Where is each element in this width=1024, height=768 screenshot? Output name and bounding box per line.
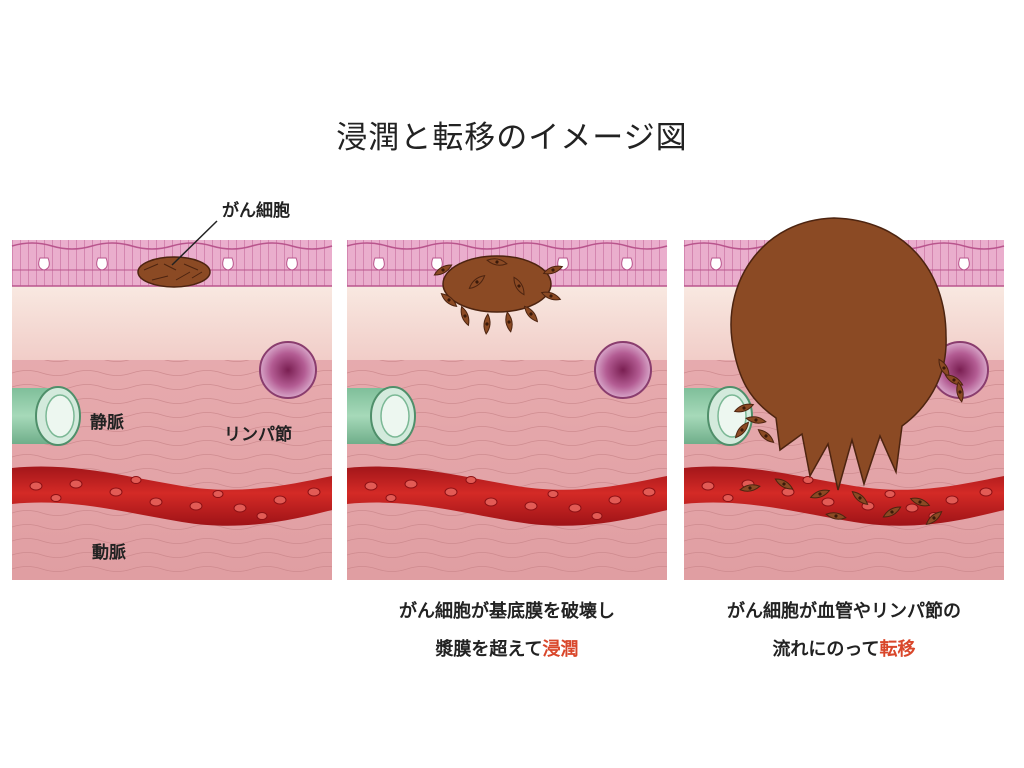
caption-metastasis-keyword: 転移 [879,639,916,660]
label-artery: 動脈 [92,543,126,563]
caption-metastasis: がん細胞が血管やリンパ節の 流れにのって転移 [684,593,1004,669]
caption-metastasis-line2: 流れにのって転移 [684,631,1004,669]
label-lymph-node: リンパ節 [224,425,292,445]
invading-cancer-cells [432,255,564,335]
panel-normal [11,239,333,581]
caption-metastasis-prefix: 流れにのって [772,639,880,660]
panel-invasion [346,239,668,581]
caption-invasion-keyword: 浸潤 [542,639,579,660]
label-vein: 静脈 [90,413,124,433]
caption-invasion-line2: 漿膜を超えて浸潤 [347,631,667,669]
caption-invasion: がん細胞が基底膜を破壊し 漿膜を超えて浸潤 [347,593,667,669]
metastasizing-cancer-mass [730,217,966,528]
caption-metastasis-line1: がん細胞が血管やリンパ節の [727,601,961,622]
cancer-cell-cluster [137,256,211,288]
caption-invasion-prefix: 漿膜を超えて [435,639,543,660]
cancer-cell-pointer [171,220,218,266]
diagram-title: 浸潤と転移のイメージ図 [336,120,688,156]
label-cancer-cell: がん細胞 [222,201,290,221]
panel-metastasis [683,217,1005,581]
caption-invasion-line1: がん細胞が基底膜を破壊し [399,601,615,622]
